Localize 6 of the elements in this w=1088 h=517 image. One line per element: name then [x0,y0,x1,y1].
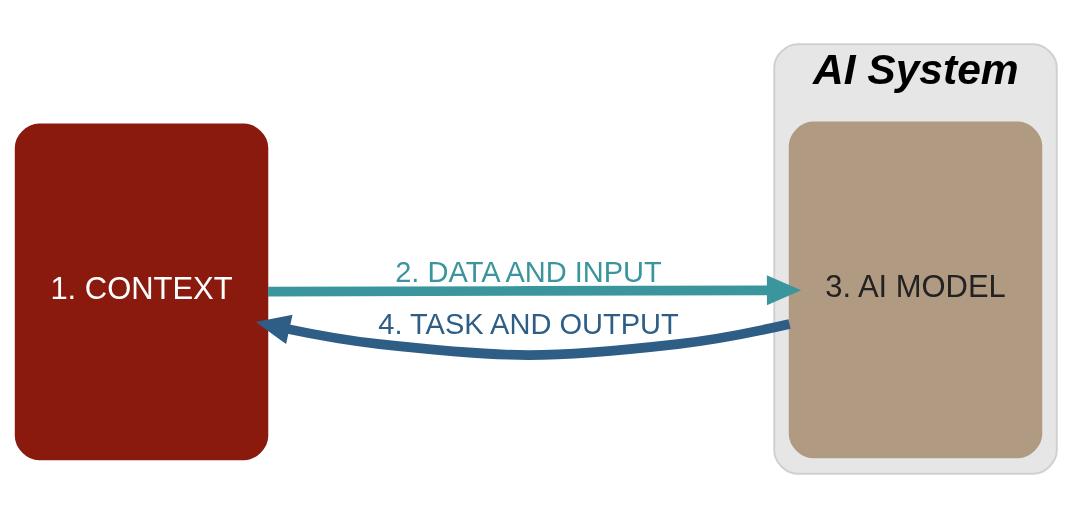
node-box: 3. AI MODEL [788,121,1043,458]
arrow [255,314,791,360]
edge-label: 2. DATA AND INPUT [395,255,662,288]
node-box: 1. CONTEXT [14,123,269,460]
arrow [268,274,802,305]
edge-label: 4. TASK AND OUTPUT [378,307,679,340]
